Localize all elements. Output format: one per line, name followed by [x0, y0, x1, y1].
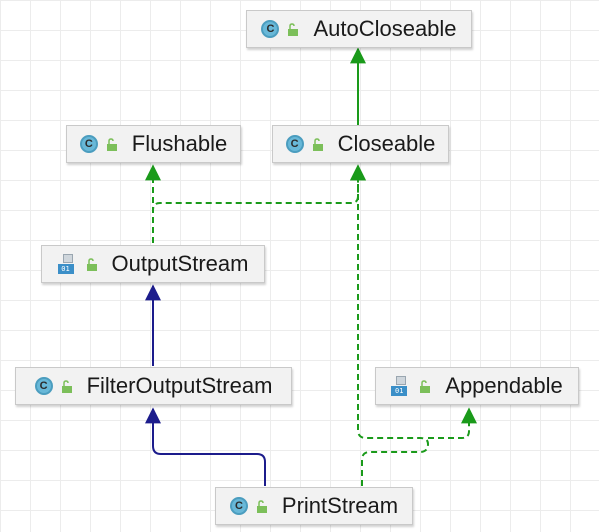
node-label: OutputStream: [111, 251, 249, 276]
node-icons: C: [229, 497, 268, 515]
node-label: Closeable: [337, 131, 436, 156]
node-filteroutputstream[interactable]: C FilterOutputStream: [15, 367, 292, 405]
node-icons: 01: [391, 376, 431, 396]
edge-printstream-appendable: [428, 407, 477, 439]
node-flushable[interactable]: C Flushable: [66, 125, 241, 163]
node-icons: C: [285, 135, 324, 153]
edge-printstream-closeable-line: [350, 164, 430, 486]
node-icons: C: [261, 20, 299, 38]
lock-open-icon: [420, 379, 431, 393]
lock-open-icon: [312, 137, 323, 151]
node-label: Flushable: [131, 131, 228, 156]
node-autocloseable[interactable]: C AutoCloseable: [246, 10, 472, 48]
node-icons: 01: [57, 254, 98, 274]
node-label: AutoCloseable: [313, 16, 457, 41]
node-label: FilterOutputStream: [86, 373, 273, 398]
node-closeable[interactable]: C Closeable: [272, 125, 449, 163]
node-appendable[interactable]: 01 Appendable: [375, 367, 579, 405]
abstract-class-icon: 01: [391, 376, 411, 396]
lock-open-icon: [86, 257, 97, 271]
node-outputstream[interactable]: 01 OutputStream: [41, 245, 265, 283]
node-printstream[interactable]: C PrintStream: [215, 487, 413, 525]
node-icons: C: [79, 135, 118, 153]
lock-open-icon: [256, 499, 267, 513]
class-icon: C: [229, 497, 248, 515]
node-icons: C: [34, 377, 73, 395]
edge-printstream-closeable: [358, 433, 372, 490]
edge-outputstream-closeable: [152, 164, 366, 243]
class-icon: C: [34, 377, 53, 395]
abstract-class-icon: 01: [57, 254, 78, 274]
class-icon: C: [261, 20, 280, 38]
lock-open-icon: [106, 137, 117, 151]
node-label: PrintStream: [281, 493, 399, 518]
lock-open-icon: [288, 22, 299, 36]
edge-printstream-filteroutputstream: [145, 407, 266, 486]
lock-open-icon: [61, 379, 72, 393]
class-icon: C: [79, 135, 98, 153]
node-label: Appendable: [445, 373, 563, 398]
class-icon: C: [285, 135, 304, 153]
